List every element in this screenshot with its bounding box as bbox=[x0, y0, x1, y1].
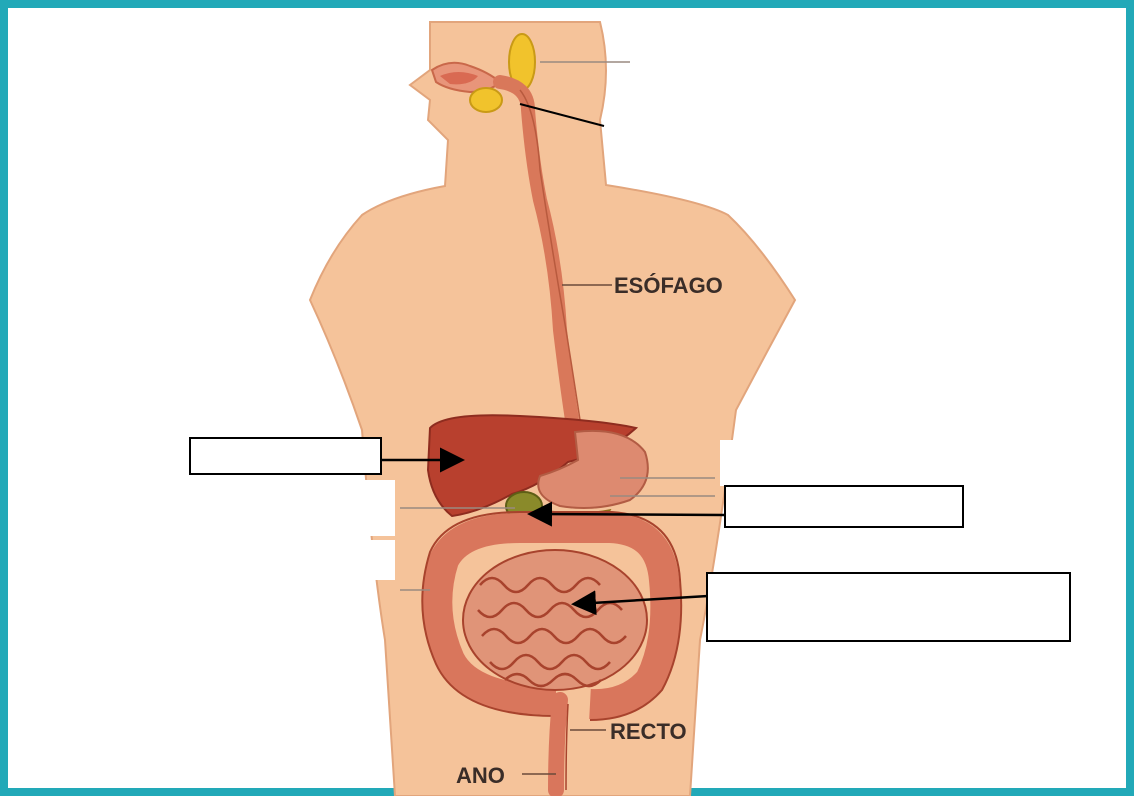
small-intestine-answer-box[interactable] bbox=[706, 572, 1071, 642]
gallbladder-answer-box[interactable] bbox=[724, 485, 964, 528]
label-cover bbox=[632, 18, 832, 96]
label-ano: ANO bbox=[456, 763, 505, 788]
label-cover bbox=[278, 40, 408, 90]
label-cover bbox=[205, 480, 395, 536]
label-esofago: ESÓFAGO bbox=[614, 273, 723, 298]
submandibular-gland bbox=[470, 88, 502, 112]
label-cover bbox=[205, 540, 395, 580]
liver-answer-box[interactable] bbox=[189, 437, 382, 475]
rectum bbox=[556, 700, 560, 790]
small-intestine bbox=[463, 550, 647, 690]
label-cover bbox=[205, 620, 380, 656]
gallbladder-arrow bbox=[532, 514, 724, 515]
label-cover bbox=[720, 440, 910, 486]
label-recto: RECTO bbox=[610, 719, 687, 744]
